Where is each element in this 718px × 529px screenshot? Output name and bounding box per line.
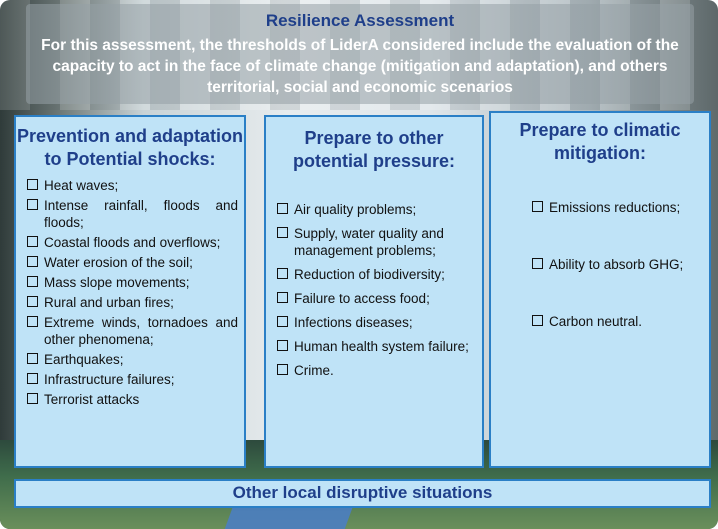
checkbox-icon [277,316,288,327]
list-item: Reduction of biodiversity; [274,266,474,283]
list-item: Intense rainfall, floods and floods; [24,197,238,231]
panel-title: Prevention and adaptation to Potential s… [16,126,244,169]
list-item: Earthquakes; [24,351,238,368]
panel-climatic-mitigation: Prepare to climatic mitigation: Emission… [489,111,711,468]
checkbox-icon [532,201,543,212]
checkbox-icon [277,292,288,303]
checklist: Emissions reductions; Ability to absorb … [529,199,703,330]
checkbox-icon [277,268,288,279]
list-item: Rural and urban fires; [24,294,238,311]
header-description: For this assessment, the thresholds of L… [41,37,679,96]
list-item: Extreme winds, tornadoes and other pheno… [24,314,238,348]
checkbox-icon [27,296,38,307]
list-item: Coastal floods and overflows; [24,234,238,251]
checkbox-icon [27,199,38,210]
list-item: Carbon neutral. [529,313,703,330]
list-item: Heat waves; [24,177,238,194]
checkbox-icon [27,373,38,384]
checkbox-icon [277,227,288,238]
checkbox-icon [277,203,288,214]
panel-title: Prepare to other potential pressure: [292,128,456,171]
list-item: Ability to absorb GHG; [529,256,703,273]
panel-prevention-adaptation: Prevention and adaptation to Potential s… [14,115,246,468]
panel-title: Prepare to climatic mitigation: [519,120,681,163]
list-item: Supply, water quality and management pro… [274,225,474,259]
list-item: Infections diseases; [274,314,474,331]
checklist: Heat waves; Intense rainfall, floods and… [24,177,238,408]
header-title: Resilience Assessment [265,11,455,30]
checkbox-icon [27,236,38,247]
checkbox-icon [27,276,38,287]
list-item: Infrastructure failures; [24,371,238,388]
header-banner: Resilience Assessment For this assessmen… [26,4,694,104]
checkbox-icon [27,316,38,327]
list-item: Mass slope movements; [24,274,238,291]
footer-banner: Other local disruptive situations [14,479,711,508]
checkbox-icon [532,315,543,326]
list-item: Emissions reductions; [529,199,703,216]
list-item: Water erosion of the soil; [24,254,238,271]
checkbox-icon [277,364,288,375]
list-item: Human health system failure; [274,338,474,355]
list-item: Failure to access food; [274,290,474,307]
list-item: Air quality problems; [274,201,474,218]
checkbox-icon [27,256,38,267]
checkbox-icon [27,353,38,364]
checkbox-icon [27,179,38,190]
checkbox-icon [532,258,543,269]
list-item: Crime. [274,362,474,379]
checkbox-icon [277,340,288,351]
checkbox-icon [27,393,38,404]
panel-other-pressure: Prepare to other potential pressure: Air… [264,115,484,468]
list-item: Terrorist attacks [24,391,238,408]
checklist: Air quality problems; Supply, water qual… [274,201,474,379]
